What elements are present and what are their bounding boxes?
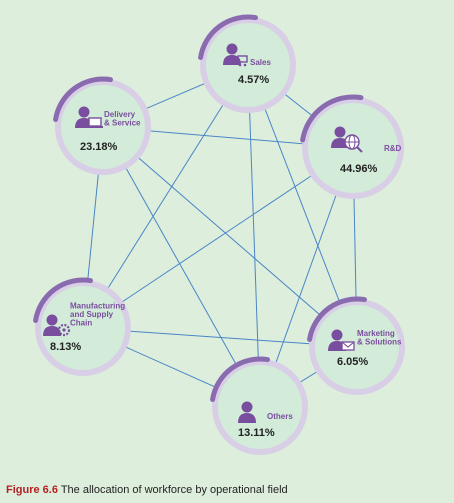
worker-gear-icon bbox=[43, 314, 71, 337]
sales-person-cart-icon-body bbox=[223, 55, 241, 65]
node-percent: 44.96% bbox=[340, 163, 378, 175]
node-label-line: R&D bbox=[384, 144, 402, 153]
node-body bbox=[218, 365, 302, 449]
node-percent: 23.18% bbox=[80, 141, 118, 153]
marketer-mail-icon-head bbox=[331, 329, 343, 341]
gear-icon bbox=[57, 323, 71, 337]
node-percent: 13.11% bbox=[238, 427, 275, 439]
edge-delivery-marketing bbox=[102, 126, 358, 348]
node-percent: 8.13% bbox=[50, 341, 81, 353]
person-icon-body bbox=[238, 413, 256, 423]
node-label-line: Sales bbox=[250, 58, 271, 67]
edge-sales-others bbox=[247, 64, 261, 408]
researcher-globe-icon bbox=[331, 126, 363, 153]
node-label-line: Chain bbox=[70, 319, 92, 328]
delivery-person-laptop-icon-head bbox=[78, 106, 90, 118]
node-layer: Sales 4.57% Delivery& Service 23.18% R&D 44.9… bbox=[33, 14, 405, 455]
researcher-globe-icon-head bbox=[334, 126, 346, 138]
cart-icon bbox=[237, 55, 248, 63]
node-label-line: and Supply bbox=[70, 310, 114, 319]
delivery-person-laptop-icon bbox=[75, 106, 103, 128]
sales-person-cart-icon bbox=[223, 43, 248, 67]
laptop-icon bbox=[88, 117, 102, 127]
node-label-line: Manufacturing bbox=[70, 302, 125, 311]
node-others: Others 13.11% bbox=[210, 356, 308, 455]
node-label-line: & Solutions bbox=[357, 337, 402, 346]
node-label-line: Delivery bbox=[104, 110, 136, 119]
node-label-line: Marketing bbox=[357, 329, 395, 338]
edge-sales-manufacturing bbox=[82, 64, 249, 329]
node-label-line: & Service bbox=[104, 118, 141, 127]
marketer-mail-icon bbox=[328, 329, 355, 351]
sales-person-cart-icon-head bbox=[226, 43, 238, 55]
edge-rnd-manufacturing bbox=[82, 147, 354, 329]
node-ring-accent bbox=[300, 94, 364, 143]
node-body bbox=[315, 305, 399, 389]
node-body bbox=[41, 286, 125, 370]
magnifier-handle bbox=[356, 146, 363, 153]
node-ring-accent bbox=[33, 277, 94, 323]
node-ring-accent bbox=[198, 14, 259, 60]
figure-caption: Figure 6.6 The allocation of workforce b… bbox=[6, 484, 454, 500]
node-label-line: Others bbox=[267, 412, 293, 421]
node-body bbox=[206, 23, 290, 107]
person-icon bbox=[238, 401, 256, 423]
node-percent: 6.05% bbox=[337, 356, 368, 368]
node-ring-accent bbox=[307, 296, 368, 342]
person-icon-head bbox=[241, 401, 253, 413]
worker-gear-icon-head bbox=[46, 314, 58, 326]
node-marketing: Marketing& Solutions 6.05% bbox=[307, 296, 405, 395]
node-sales: Sales 4.57% bbox=[198, 14, 296, 113]
node-delivery: Delivery& Service 23.18% bbox=[53, 76, 151, 175]
node-percent: 4.57% bbox=[238, 74, 269, 86]
edge-delivery-others bbox=[102, 126, 261, 408]
node-ring-accent bbox=[210, 356, 271, 402]
mail-icon bbox=[341, 341, 355, 351]
workforce-network-diagram: Sales 4.57% Delivery& Service 23.18% R&D 44.9… bbox=[33, 14, 405, 455]
caption-text: The allocation of workforce by operation… bbox=[60, 484, 288, 496]
caption-number: Figure 6.6 bbox=[6, 484, 58, 496]
worker-gear-icon-body bbox=[43, 326, 61, 336]
node-ring-accent bbox=[53, 76, 114, 122]
node-rnd: R&D 44.96% bbox=[300, 94, 404, 199]
